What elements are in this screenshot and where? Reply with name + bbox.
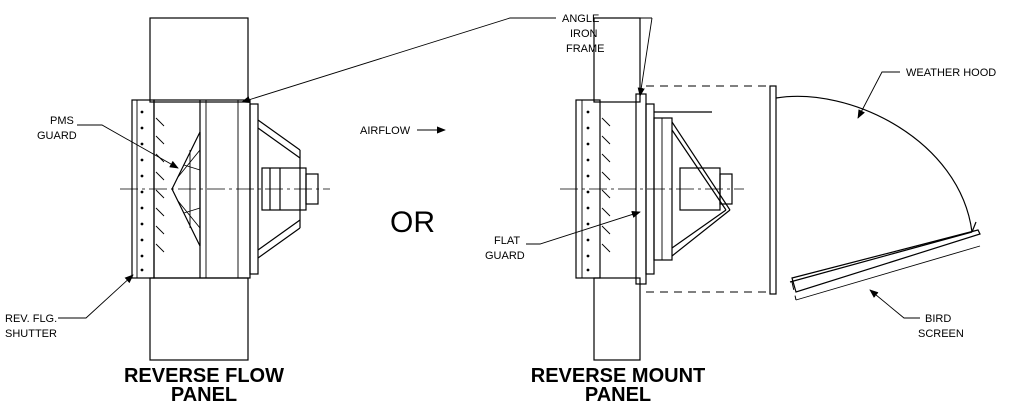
label-or: OR xyxy=(390,206,435,239)
label-weather-hood: WEATHER HOOD xyxy=(906,67,996,79)
weather-hood xyxy=(769,85,977,295)
label-pms-1: PMS xyxy=(50,115,74,127)
bird-screen xyxy=(791,229,981,301)
blade-ticks-left xyxy=(155,117,165,253)
label-angle-3: FRAME xyxy=(566,43,605,55)
label-flat-1: FLAT xyxy=(494,235,520,247)
wall-lower-left xyxy=(149,277,249,361)
label-angle-1: ANGLE xyxy=(562,13,599,25)
label-rev-flg-2: SHUTTER xyxy=(5,328,57,340)
title-left-line1: REVERSE FLOW xyxy=(124,365,284,387)
title-left-line2: PANEL xyxy=(171,384,237,404)
label-airflow: AIRFLOW xyxy=(360,125,411,137)
shutter-rivets-left xyxy=(140,110,144,272)
wall-upper-left xyxy=(149,17,249,103)
wall-lower-right xyxy=(593,277,641,361)
blade-ticks-right xyxy=(601,117,611,253)
title-right-line1: REVERSE MOUNT xyxy=(531,365,705,387)
label-bird: BIRD xyxy=(925,313,951,325)
title-right-line2: PANEL xyxy=(585,384,651,404)
callout-labels: ANGLE IRON FRAME WEATHER HOOD PMS GUARD … xyxy=(5,13,996,340)
label-angle-2: IRON xyxy=(570,28,598,40)
hood-dashed-outline xyxy=(646,85,770,293)
wall-upper-right xyxy=(593,17,641,103)
leader-lines xyxy=(58,17,920,319)
label-rev-flg-1: REV. FLG. xyxy=(5,313,57,325)
label-screen: SCREEN xyxy=(918,328,964,340)
reverse-flow-panel-drawing xyxy=(120,17,330,361)
label-pms-2: GUARD xyxy=(37,130,77,142)
reverse-mount-panel-drawing xyxy=(560,17,981,361)
shutter-rivets-right xyxy=(586,110,590,272)
panel-titles: REVERSE FLOW PANEL REVERSE MOUNT PANEL xyxy=(124,365,705,404)
label-flat-2: GUARD xyxy=(485,250,525,262)
motor-struts-right xyxy=(654,111,731,257)
